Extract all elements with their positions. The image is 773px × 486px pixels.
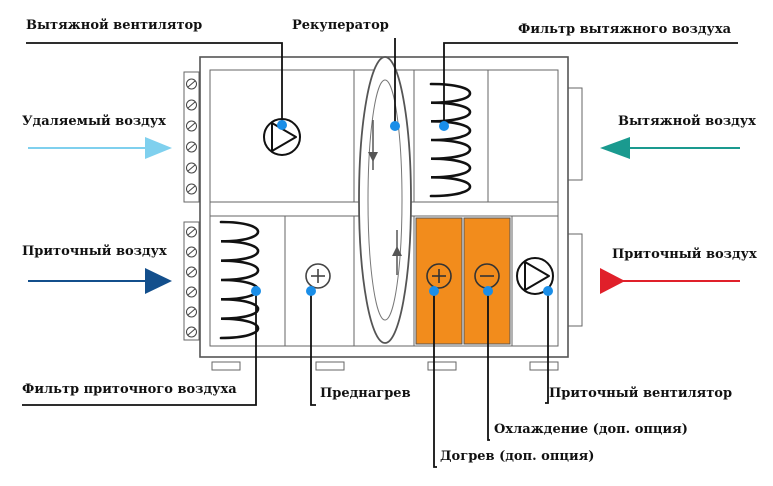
heater-plus-icon (426, 263, 452, 289)
cooling-module (463, 217, 511, 345)
label-supply-fan: Приточный вентилятор (549, 386, 733, 401)
label-exhaust-filter: Фильтр вытяжного воздуха (518, 22, 731, 37)
unit-feet (211, 361, 559, 371)
rotation-arrow-icon (368, 120, 402, 275)
duct-flange-upper (567, 87, 583, 181)
leader-preheat (310, 291, 316, 406)
label-supply-filter: Фильтр приточного воздуха (22, 382, 237, 397)
label-removed-air: Удаляемый воздух (22, 114, 166, 129)
leader-exhaust-fan (26, 42, 283, 125)
exhaust-air-arrow (600, 137, 740, 159)
label-recuperator: Рекуператор (292, 18, 389, 33)
terminal-strip-lower (183, 221, 200, 341)
exhaust-fan-icon (263, 118, 301, 156)
label-cooling: Охлаждение (доп. опция) (494, 422, 688, 437)
leader-supply-filter (22, 291, 257, 406)
label-exhaust-fan: Вытяжной вентилятор (26, 18, 203, 33)
leader-exhaust-filter (443, 42, 738, 126)
label-reheat: Догрев (доп. опция) (440, 449, 595, 464)
supply-air-arrow-left (28, 268, 172, 294)
exhaust-filter-coil-icon (429, 82, 472, 198)
terminal-strip-upper (183, 71, 200, 203)
preheat-plus-icon (305, 263, 331, 289)
marker-dots (251, 120, 553, 296)
label-supply-air-right: Приточный воздух (612, 247, 757, 262)
duct-flange-lower (567, 233, 583, 327)
leader-supply-fan (545, 291, 549, 404)
removed-air-arrow (28, 137, 172, 159)
supply-air-arrow-right (600, 268, 740, 294)
leader-cooling (487, 291, 490, 441)
recuperator-wheel (358, 56, 412, 344)
supply-fan-icon (516, 257, 554, 295)
supply-filter-coil-icon (219, 220, 260, 340)
leader-reheat (433, 291, 437, 468)
label-supply-air-left: Приточный воздух (22, 244, 167, 259)
label-preheat: Преднагрев (320, 386, 411, 401)
label-exhaust-air: Вытяжной воздух (618, 114, 756, 129)
